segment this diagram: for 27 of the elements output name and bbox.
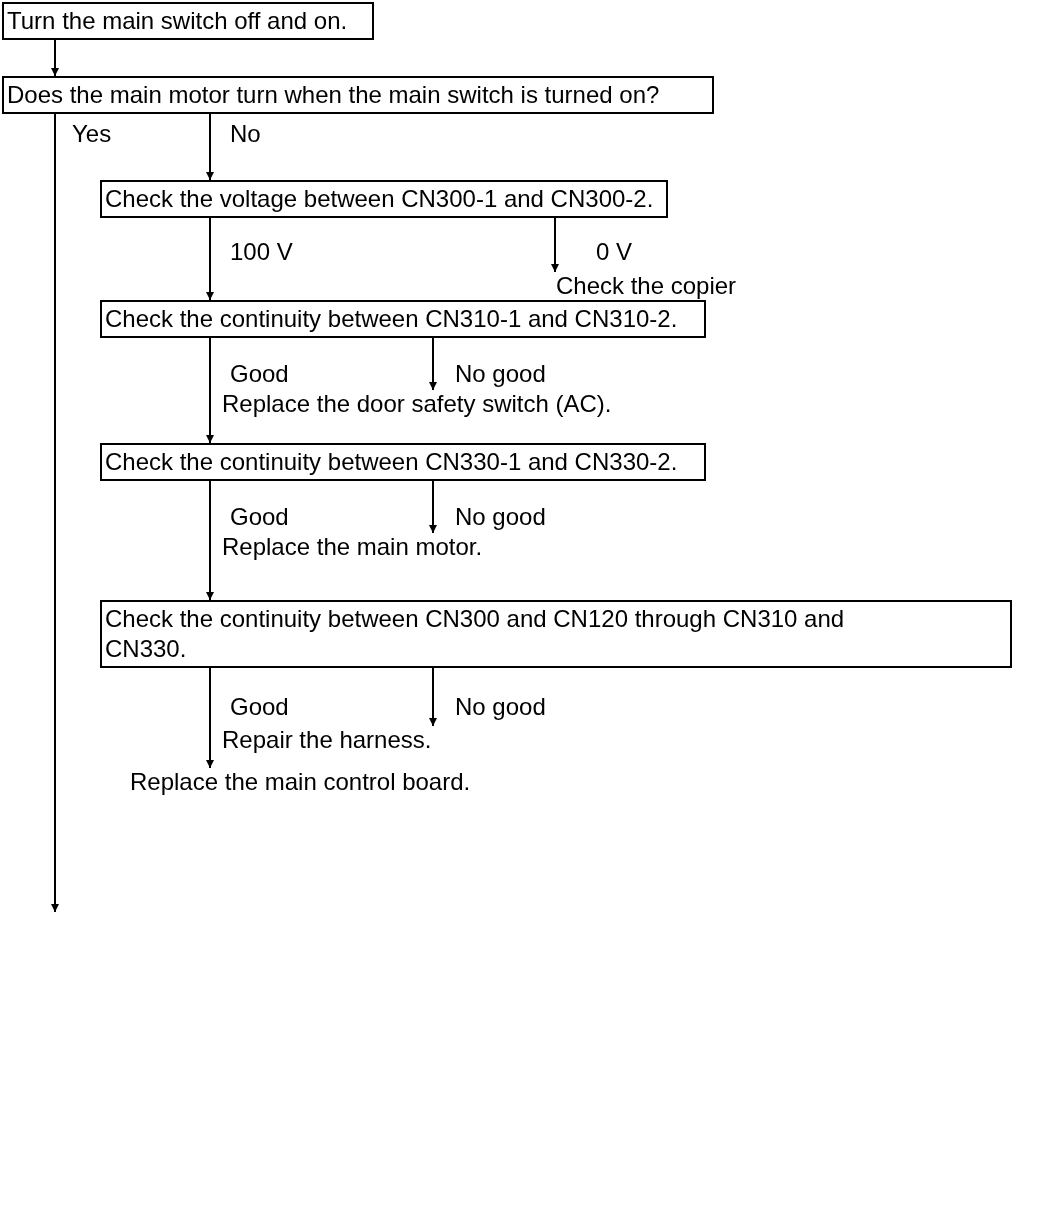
arrow	[51, 113, 59, 913]
edge-label: Good	[230, 503, 289, 531]
arrow	[551, 217, 559, 273]
edge-label: No good	[455, 503, 546, 531]
edge-label: No good	[455, 693, 546, 721]
arrow	[429, 480, 437, 534]
edge-label: No good	[455, 360, 546, 388]
edge-label: No	[230, 120, 261, 148]
arrow	[429, 667, 437, 727]
edge-label: Good	[230, 693, 289, 721]
process-box: Check the continuity between CN310-1 and CN310-2.	[100, 300, 706, 338]
edge-label: Good	[230, 360, 289, 388]
edge-label: 0 V	[596, 238, 633, 266]
process-box: Check the voltage between CN300-1 and CN300-2.	[100, 180, 668, 218]
edge-label: 100 V	[230, 238, 293, 266]
process-box: Does the main motor turn when the main switch is turned on?	[2, 76, 714, 114]
arrow	[206, 113, 214, 181]
arrow	[206, 480, 214, 601]
arrow	[51, 39, 59, 77]
arrow	[429, 337, 437, 391]
process-box: Check the continuity between CN330-1 and CN330-2.	[100, 443, 706, 481]
process-box: Check the continuity between CN300 and CN120 through CN310 and CN330.	[100, 600, 1012, 668]
arrow	[206, 667, 214, 769]
arrow	[206, 337, 214, 444]
edge-label: Yes	[72, 120, 112, 148]
arrow	[206, 217, 214, 301]
process-box: Turn the main switch off and on.	[2, 2, 374, 40]
